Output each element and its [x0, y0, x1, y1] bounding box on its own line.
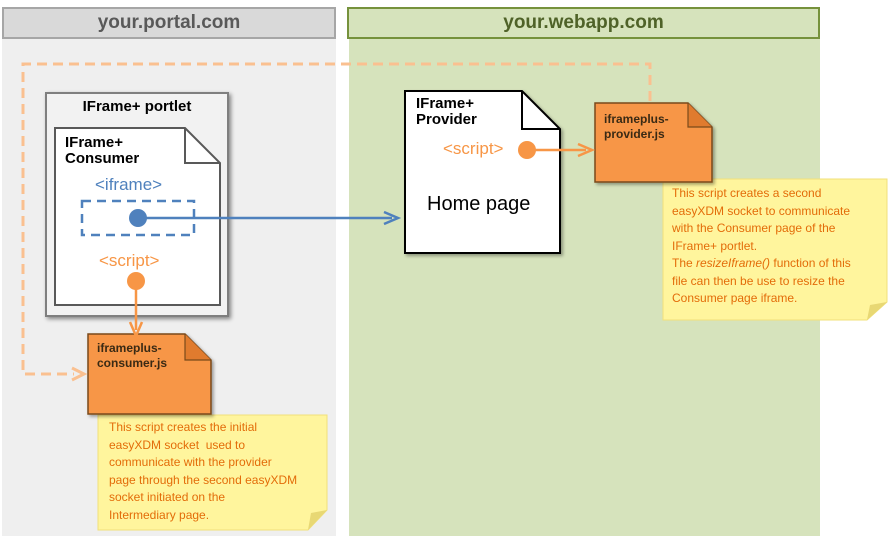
consumer-js-label: iframeplus- consumer.js — [97, 341, 167, 371]
consumer-iframe-tag: <iframe> — [95, 175, 163, 194]
consumer-js-label-line1: iframeplus- — [97, 341, 162, 355]
consumer-title: IFrame+ Consumer — [65, 135, 139, 167]
provider-js-label-line2: provider.js — [604, 127, 665, 141]
provider-note-line: IFrame+ portlet. — [672, 238, 758, 253]
consumer-title-line1: IFrame+ — [65, 134, 123, 151]
consumer-note-fold — [308, 510, 327, 530]
consumer-title-line2: Consumer — [65, 150, 140, 167]
provider-note-prefix: The — [672, 256, 697, 270]
provider-note-line: Consumer page iframe. — [672, 291, 798, 305]
iframe-to-provider-arrowhead — [383, 210, 402, 226]
provider-note-line-italic: The resizeIframe() function of this — [672, 255, 886, 273]
consumer-script-tag: <script> — [99, 251, 160, 270]
provider-note-suffix: function of this — [770, 256, 851, 270]
provider-js-label-line1: iframeplus- — [604, 112, 669, 126]
provider-note-line: This script creates a second — [672, 186, 822, 200]
provider-note-text: This script creates a second easyXDM soc… — [672, 185, 886, 308]
consumer-note-line: page through the second easyXDM — [109, 472, 298, 487]
provider-js-label: iframeplus- provider.js — [604, 112, 669, 142]
provider-document-fold — [521, 91, 560, 130]
webapp-domain-label: your.webapp.com — [347, 7, 820, 39]
home-page-label: Home page — [427, 193, 531, 215]
consumer-note-line: socket initiated on the — [109, 490, 226, 504]
consumer-note-line: This script creates the initial — [109, 420, 258, 434]
consumer-script-arrowhead — [128, 321, 144, 340]
dashed-loop-connector — [21, 62, 652, 376]
iframe-connector-dot — [129, 209, 147, 227]
provider-document — [404, 90, 561, 254]
consumer-note-line: Intermediary page. — [109, 507, 210, 522]
dashed-loop-arrowhead — [71, 366, 88, 382]
provider-js-file — [594, 102, 713, 183]
consumer-js-file — [87, 333, 212, 415]
provider-title: IFrame+ Provider — [416, 96, 477, 128]
consumer-document-fold — [184, 128, 220, 164]
portal-domain-label: your.portal.com — [2, 7, 336, 39]
consumer-note-line: communicate with the provider — [109, 455, 272, 469]
provider-script-dot — [518, 141, 536, 159]
provider-script-tag: <script> — [443, 139, 504, 158]
resize-iframe-function: resizeIframe() — [696, 256, 771, 270]
consumer-js-file-fold — [184, 334, 211, 361]
provider-title-line1: IFrame+ — [416, 95, 474, 112]
consumer-note-line: easyXDM socket used to — [109, 437, 246, 452]
provider-note-line: file can then be use to resize the — [672, 273, 845, 288]
portlet-title: IFrame+ portlet — [82, 98, 192, 115]
provider-title-line2: Provider — [416, 111, 477, 128]
provider-script-arrowhead — [577, 142, 596, 158]
provider-note-fold — [867, 302, 887, 320]
consumer-js-label-line2: consumer.js — [97, 356, 168, 370]
consumer-script-dot — [127, 272, 145, 290]
provider-note-line: easyXDM socket to communicate — [672, 203, 851, 218]
provider-js-file-fold — [687, 103, 712, 128]
provider-note-line: with the Consumer page of the — [672, 221, 836, 235]
consumer-note-text: This script creates the initial easyXDM … — [109, 419, 325, 524]
